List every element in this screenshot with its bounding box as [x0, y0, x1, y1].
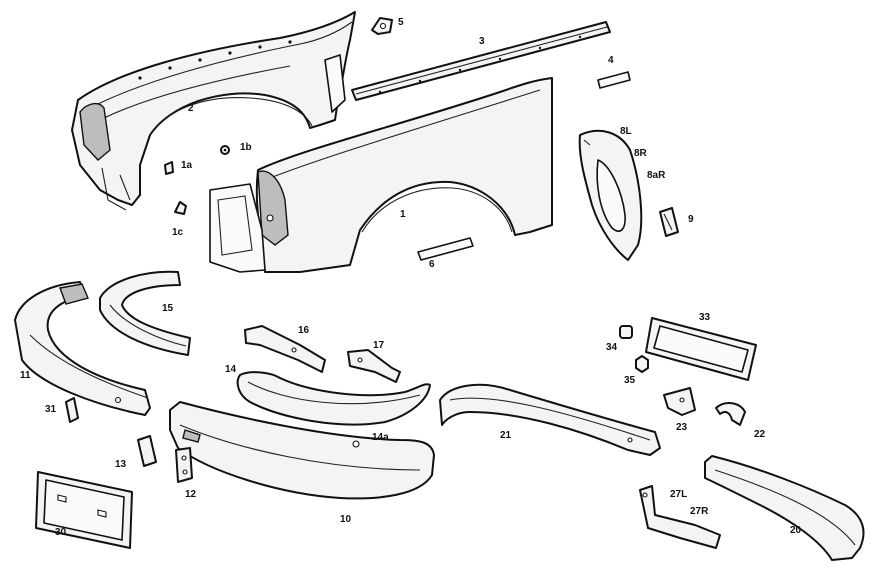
part-13-clip [137, 435, 157, 467]
callout-6: 6 [429, 259, 435, 270]
part-6-badge-strip [417, 237, 474, 261]
callout-20: 20 [790, 525, 802, 536]
callout-22: 22 [754, 429, 766, 440]
part-9-bracket [659, 207, 679, 237]
part-16-bracket [244, 325, 326, 373]
callout-14: 14 [225, 364, 237, 375]
part-1-front-fender [209, 77, 553, 273]
part-15-bumper-trim [99, 270, 191, 356]
callout-15: 15 [162, 303, 174, 314]
callout-4: 4 [608, 55, 614, 66]
callout-10: 10 [340, 514, 352, 525]
part-1a-clip [164, 161, 174, 175]
callout-33: 33 [699, 312, 711, 323]
callout-11: 11 [20, 370, 31, 381]
part-23-bracket [663, 387, 696, 416]
part-4-trim [597, 71, 631, 89]
callout-5: 5 [398, 17, 404, 28]
callout-23: 23 [676, 422, 688, 433]
part-34-fastener [619, 325, 633, 339]
part-17-bracket [347, 349, 401, 383]
part-1b-grommet [220, 145, 230, 155]
part-12-bracket [175, 447, 193, 483]
part-21-rear-bumper [439, 383, 661, 456]
callout-21: 21 [500, 430, 512, 441]
callout-8R: 8R [634, 148, 648, 159]
part-31-clip [65, 397, 79, 423]
callout-16: 16 [298, 325, 310, 336]
callout-2: 2 [188, 103, 194, 114]
callout-labels: 1 1a 1b 1c 2 3 4 5 6 8L 8R 8aR 9 10 11 1… [20, 17, 802, 538]
callout-13: 13 [115, 459, 127, 470]
callout-17: 17 [373, 340, 385, 351]
part-2-inner-fender [71, 11, 356, 211]
part-8-rear-fender-panel [578, 130, 643, 261]
callout-34: 34 [606, 342, 618, 353]
callout-27R: 27R [690, 506, 709, 517]
callout-1: 1 [400, 209, 406, 220]
callout-27L: 27L [670, 489, 687, 500]
part-5-bracket [371, 17, 393, 35]
callout-12: 12 [185, 489, 197, 500]
callout-30: 30 [55, 527, 67, 538]
callout-1b: 1b [240, 142, 252, 153]
callout-3: 3 [479, 36, 485, 47]
callout-9: 9 [688, 214, 694, 225]
part-35-nut [635, 355, 649, 373]
callout-31: 31 [45, 404, 57, 415]
callout-8L: 8L [620, 126, 632, 137]
callout-8aR: 8aR [647, 170, 666, 181]
part-1c-clip [174, 201, 187, 215]
part-10-front-bumper [169, 401, 435, 500]
part-20-rear-bumper [704, 455, 865, 561]
part-30-license-frame [35, 471, 133, 549]
part-27-bracket [639, 485, 721, 549]
callout-1c: 1c [172, 227, 184, 238]
callout-35: 35 [624, 375, 636, 386]
part-22-clip [715, 402, 746, 426]
part-33-license-plate [645, 317, 757, 381]
part-3-moulding-strip [351, 21, 611, 101]
callout-1a: 1a [181, 160, 193, 171]
callout-14a: 14a [372, 432, 389, 443]
part-14-bumper-blade [236, 371, 431, 426]
part-11-bumper-corner [14, 281, 151, 416]
